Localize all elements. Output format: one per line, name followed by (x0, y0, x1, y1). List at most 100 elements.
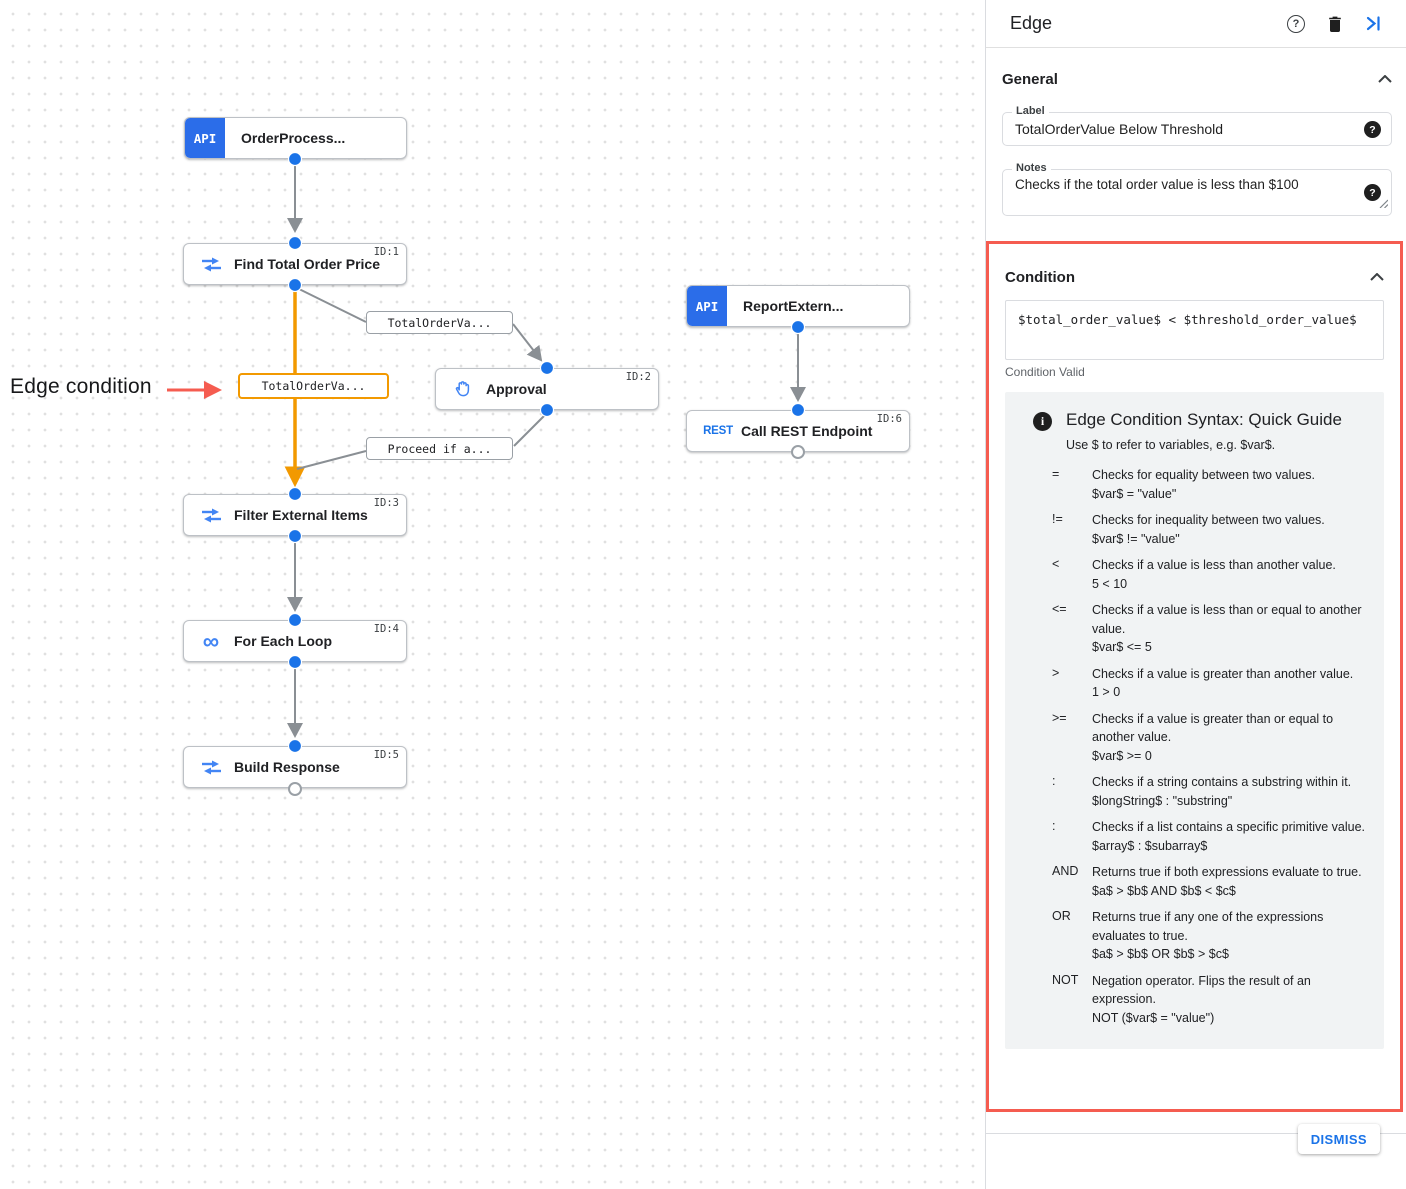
node-task-approval[interactable]: Approval ID:2 (435, 368, 659, 410)
guide-desc: Returns true if any one of the expressio… (1092, 910, 1324, 943)
field-help-icon[interactable]: ? (1364, 184, 1381, 201)
guide-row: : Checks if a list contains a specific p… (1052, 818, 1370, 855)
guide-operator: NOT (1052, 972, 1079, 987)
condition-section-highlight: Condition $total_order_value$ < $thresho… (986, 241, 1403, 1112)
node-api-trigger-orderprocess[interactable]: API OrderProcess... (184, 117, 407, 159)
guide-operator: >= (1052, 710, 1067, 725)
task-id: ID:1 (373, 246, 399, 258)
node-label: OrderProcess... (241, 130, 346, 146)
guide-desc: Checks if a value is greater than or equ… (1092, 711, 1334, 745)
node-task-build-response[interactable]: Build Response ID:5 (183, 746, 407, 788)
task-id: ID:6 (876, 413, 902, 425)
guide-operator: OR (1052, 909, 1071, 923)
notes-input[interactable]: Checks if the total order value is less … (1015, 177, 1299, 192)
help-icon[interactable]: ? (1287, 14, 1305, 33)
collapse-section-icon[interactable] (1378, 70, 1392, 88)
task-id: ID:5 (373, 749, 399, 761)
condition-heading: Condition (1005, 268, 1075, 286)
label-field: Label ? (1002, 105, 1392, 146)
guide-row: = Checks for equality between two values… (1052, 466, 1370, 503)
edge-label-proceed-to-filter[interactable] (296, 450, 367, 470)
api-trigger-icon: API (185, 118, 225, 158)
guide-desc: Checks if a list contains a specific pri… (1092, 820, 1366, 834)
node-api-trigger-reportextern[interactable]: API ReportExtern... (686, 285, 910, 327)
guide-intro: Use $ to refer to variables, e.g. $var$. (1066, 438, 1276, 452)
node-label: Filter External Items (234, 507, 368, 523)
guide-desc: Checks if a value is less than or equal … (1092, 603, 1362, 636)
guide-example: $array$ : $subarray$ (1092, 838, 1208, 853)
guide-example: $a$ > $b$ OR $b$ > $c$ (1092, 947, 1229, 961)
edge-label-totalordervalue-selected[interactable]: TotalOrderVa... (238, 373, 389, 399)
guide-row: AND Returns true if both expressions eva… (1052, 863, 1370, 900)
task-id: ID:2 (625, 371, 651, 383)
task-id: ID:3 (373, 497, 399, 509)
condition-valid-status: Condition Valid (1005, 365, 1085, 379)
ports-layer (287, 151, 806, 796)
guide-operator: > (1052, 665, 1060, 680)
guide-desc: Negation operator. Flips the result of a… (1092, 973, 1311, 1007)
edge-properties-panel: Edge ? General (986, 0, 1406, 1189)
data-mapping-icon (198, 759, 224, 776)
guide-example: $var$ <= 5 (1092, 640, 1152, 654)
annotation-edge-condition: Edge condition (10, 375, 152, 398)
guide-example: $var$ >= 0 (1092, 748, 1152, 763)
guide-desc: Checks if a value is less than another v… (1092, 558, 1336, 572)
footer-divider (986, 1133, 1406, 1134)
edge-label-totalordervalue-approval[interactable]: TotalOrderVa... (366, 311, 513, 334)
edge-label-proceed-if-approved[interactable]: Proceed if a... (366, 437, 513, 460)
dismiss-button[interactable]: DISMISS (1297, 1124, 1380, 1154)
info-icon: i (1033, 412, 1052, 431)
loop-icon: ∞ (202, 628, 220, 654)
guide-row: != Checks for inequality between two val… (1052, 511, 1370, 548)
node-task-for-each-loop[interactable]: ∞ For Each Loop ID:4 (183, 620, 407, 662)
edge-approval-to-label-proceed[interactable] (513, 412, 548, 447)
guide-row: : Checks if a string contains a substrin… (1052, 773, 1370, 810)
guide-example: $a$ > $b$ AND $b$ < $c$ (1092, 883, 1236, 898)
guide-example: 1 > 0 (1092, 685, 1121, 699)
node-task-find-total-order-price[interactable]: Find Total Order Price ID:1 (183, 243, 407, 285)
guide-desc: Returns true if both expressions evaluat… (1092, 865, 1362, 879)
guide-row: < Checks if a value is less than another… (1052, 556, 1370, 593)
panel-header: Edge ? (986, 0, 1406, 48)
guide-operator: AND (1052, 864, 1079, 878)
guide-row: <= Checks if a value is less than or equ… (1052, 601, 1370, 657)
field-help-icon[interactable]: ? (1364, 121, 1381, 138)
node-label: Call REST Endpoint (741, 423, 873, 439)
resize-handle-icon[interactable] (1378, 195, 1389, 213)
workflow-canvas[interactable]: API OrderProcess... Find Total Order Pri… (0, 0, 986, 1189)
guide-example: 5 < 10 (1092, 576, 1128, 591)
guide-example: $longString$ : "substring" (1092, 793, 1233, 808)
api-trigger-icon: API (687, 286, 727, 326)
guide-desc: Checks for equality between two values. (1092, 468, 1316, 482)
rest-icon: REST (703, 425, 733, 437)
guide-operator: != (1052, 512, 1063, 526)
guide-operator: <= (1052, 602, 1067, 616)
delete-icon[interactable] (1327, 15, 1343, 33)
section-general: General (1002, 70, 1392, 88)
guide-operator: : (1052, 819, 1056, 833)
guide-row: NOT Negation operator. Flips the result … (1052, 972, 1370, 1028)
guide-example: $var$ = "value" (1092, 486, 1177, 501)
approval-hand-icon (450, 379, 476, 399)
guide-operator: = (1052, 467, 1060, 481)
node-label: For Each Loop (234, 633, 332, 649)
guide-operator: : (1052, 774, 1056, 788)
condition-expression-input[interactable]: $total_order_value$ < $threshold_order_v… (1005, 300, 1384, 360)
label-input[interactable] (1003, 113, 1391, 143)
edge-find-to-label-approval[interactable] (294, 286, 367, 323)
collapse-panel-icon[interactable] (1365, 15, 1382, 32)
node-task-call-rest-endpoint[interactable]: REST Call REST Endpoint ID:6 (686, 410, 910, 452)
node-task-filter-external-items[interactable]: Filter External Items ID:3 (183, 494, 407, 536)
node-label: ReportExtern... (743, 298, 844, 314)
label-field-label: Label (1012, 105, 1049, 117)
edge-label-to-approval[interactable] (512, 323, 543, 362)
panel-title: Edge (1010, 13, 1053, 33)
condition-syntax-guide: i Edge Condition Syntax: Quick Guide Use… (1005, 392, 1384, 1049)
guide-desc: Checks if a string contains a substring … (1092, 775, 1352, 789)
guide-desc: Checks if a value is greater than anothe… (1092, 666, 1354, 681)
notes-field-label: Notes (1012, 162, 1051, 174)
guide-row: OR Returns true if any one of the expres… (1052, 908, 1370, 964)
edges-layer (167, 166, 806, 738)
collapse-section-icon[interactable] (1370, 268, 1384, 286)
notes-field: Notes Checks if the total order value is… (1002, 162, 1392, 216)
